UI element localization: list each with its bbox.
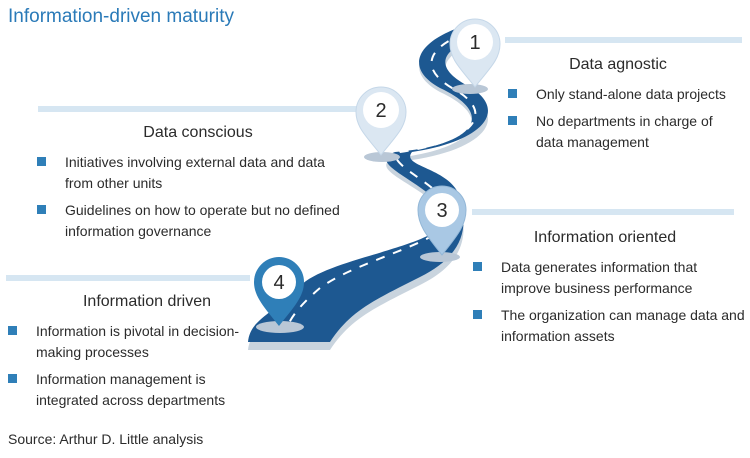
road-body	[248, 22, 490, 342]
stage-3-bullet-1: Data generates information that improve …	[473, 257, 745, 299]
bullet-square	[473, 310, 482, 319]
bullet-square	[508, 116, 517, 125]
pin-2-base	[364, 152, 400, 162]
bullet-square	[8, 326, 17, 335]
pin-1-marker: 1	[449, 18, 501, 88]
bullet-square	[473, 262, 482, 271]
stage-1-bar	[505, 37, 742, 43]
pin-4-base	[256, 321, 304, 333]
stage-4-title: Information driven	[82, 293, 212, 310]
stage-1-bullet-1: Only stand-alone data projects	[508, 84, 738, 105]
stage-4-bullet-1: Information is pivotal in decision-makin…	[8, 321, 253, 363]
bullet-square	[508, 89, 517, 98]
stage-3-bar	[472, 209, 734, 215]
pin-4-number: 4	[273, 272, 284, 294]
pin-3-marker: 3	[417, 185, 467, 256]
stage-1-bullets: Only stand-alone data projects No depart…	[508, 84, 738, 159]
pin-1-base	[452, 84, 488, 94]
stage-2-title: Data conscious	[143, 124, 253, 141]
pin-2-number: 2	[375, 100, 386, 122]
bullet-square	[37, 205, 46, 214]
stage-3-title: Information oriented	[533, 229, 677, 246]
pin-4-marker: 4	[254, 257, 304, 326]
stage-4-bullet-2: Information management is integrated acr…	[8, 369, 253, 411]
pin-1-number: 1	[469, 32, 480, 54]
stage-2-bar	[38, 106, 358, 112]
stage-1-title: Data agnostic	[569, 56, 667, 73]
pin-3-number: 3	[436, 200, 447, 222]
stage-3-bullets: Data generates information that improve …	[473, 257, 745, 353]
source-note: Source: Arthur D. Little analysis	[8, 431, 204, 447]
stage-2-bullets: Initiatives involving external data and …	[37, 152, 352, 248]
stage-4-bullets: Information is pivotal in decision-makin…	[8, 321, 253, 417]
stage-4-bar	[6, 275, 250, 281]
pin-2-marker: 2	[355, 86, 407, 156]
pin-3-base	[420, 252, 460, 262]
stage-2-bullet-1: Initiatives involving external data and …	[37, 152, 352, 194]
bullet-square	[37, 157, 46, 166]
bullet-square	[8, 374, 17, 383]
stage-1-bullet-2: No departments in charge of data managem…	[508, 111, 738, 153]
page-title: Information-driven maturity	[8, 6, 234, 27]
stage-3-bullet-2: The organization can manage data and inf…	[473, 305, 745, 347]
stage-2-bullet-2: Guidelines on how to operate but no defi…	[37, 200, 352, 242]
